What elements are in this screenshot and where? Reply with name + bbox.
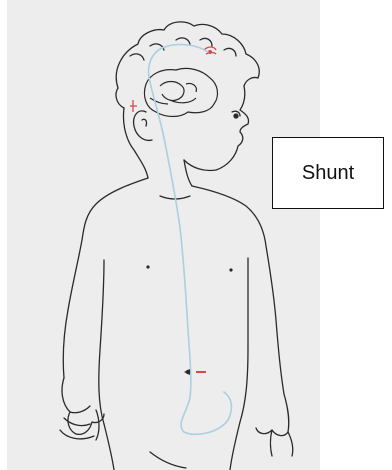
right-nipple-mark [229,268,232,271]
catheter-tip-icon [184,369,206,375]
body-outline [63,178,148,378]
body-marks [146,265,232,271]
shunt-callout-box: Shunt [272,137,384,209]
shunt-callout-label: Shunt [302,162,354,185]
hair-outline [116,22,259,88]
left-nipple-mark [146,265,149,268]
ear-outline [134,111,152,140]
brain-ventricle-icon [144,68,217,116]
